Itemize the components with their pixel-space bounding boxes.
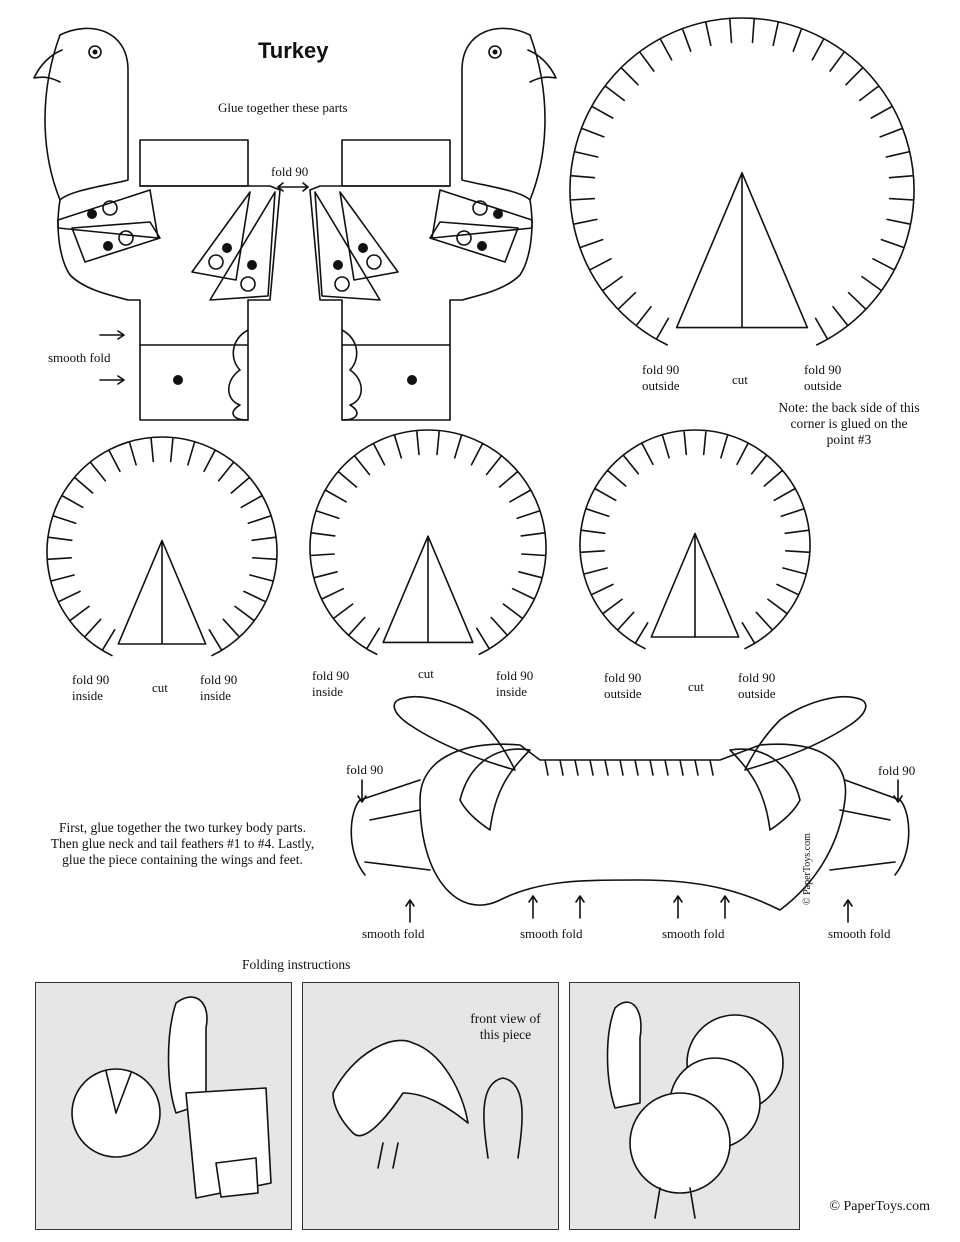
copyright: © PaperToys.com [829,1199,930,1214]
instruction-panel-2: front view of this piece [302,982,559,1230]
panel-1-drawing [71,996,272,1199]
big-feather-wheel [569,17,915,346]
panel-2-drawing [332,1039,523,1169]
big-wheel-fold-right: fold 90 [804,362,842,377]
wing-fold-right: fold 90 [878,763,916,778]
feather-wheel-2-ring [46,436,278,657]
feather-wheel-1-ring [309,429,547,656]
wing-smooth-fold-4: smooth fold [828,926,891,941]
w2-fold-right: fold 90 [496,668,534,683]
glue-instruction: Glue together these parts [218,100,348,115]
w1-fold-right: fold 90 [200,672,238,687]
big-feather-wheel-tab [675,172,809,329]
big-feather-wheel-ring [569,17,915,346]
wing-fold-left: fold 90 [346,762,384,777]
w2-fold-left: fold 90 [312,668,350,683]
feather-wheel-4 [579,429,811,650]
w2-inside-right: inside [496,684,528,699]
wing-smooth-fold-3: smooth fold [662,926,725,941]
w3-outside-left: outside [604,686,642,701]
wings-feet-piece [350,696,910,923]
feather-wheel-4-tab [650,532,740,638]
w1-inside-right: inside [200,688,232,703]
w3-fold-left: fold 90 [604,670,642,685]
feather-wheel-2-tab [117,539,207,645]
panel-3-drawing [606,1001,784,1219]
left-turkey-body [33,27,281,421]
wing-smooth-fold-2: smooth fold [520,926,583,941]
big-wheel-outside-right: outside [804,378,842,393]
front-view-label: front view of this piece [470,1011,541,1042]
instruction-panel-1 [35,982,292,1230]
w3-fold-right: fold 90 [738,670,776,685]
w3-cut: cut [688,679,704,694]
feather-wheel-4-ring [579,429,811,650]
w1-fold-left: fold 90 [72,672,110,687]
fold-label-top: fold 90 [271,164,309,179]
feather-wheel-2 [46,436,278,657]
assembly-instructions: First, glue together the two turkey body… [50,820,315,867]
w1-inside-left: inside [72,688,104,703]
wing-smooth-fold-1: smooth fold [362,926,425,941]
instruction-panel-3 [569,982,800,1230]
big-wheel-outside-left: outside [642,378,680,393]
right-turkey-body [309,27,557,421]
w2-cut: cut [418,666,434,681]
folding-instructions-heading: Folding instructions [242,957,351,972]
big-wheel-cut: cut [732,372,748,387]
wing-watermark: © PaperToys.com [802,833,813,905]
page-title: Turkey [258,38,329,63]
big-wheel-fold-left: fold 90 [642,362,680,377]
note-back-side: Note: the back side of this corner is gl… [778,400,920,447]
w1-cut: cut [152,680,168,695]
feather-wheel-1-tab [382,535,474,644]
smooth-fold-label-left: smooth fold [48,350,111,365]
w2-inside-left: inside [312,684,344,699]
w3-outside-right: outside [738,686,776,701]
feather-wheel-1 [309,429,547,656]
